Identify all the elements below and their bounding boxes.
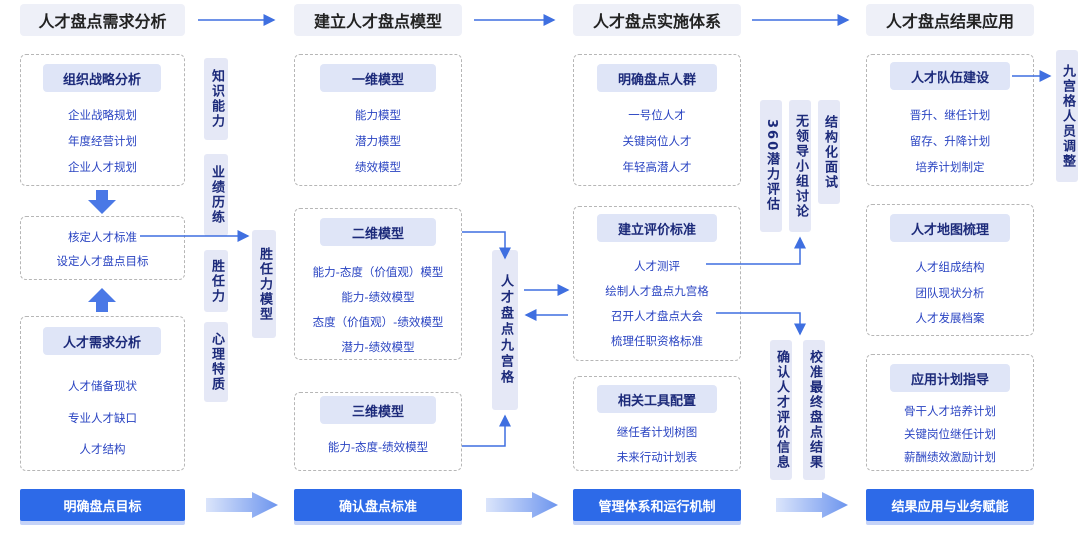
model-1d-item: 潜力模型 (355, 134, 401, 148)
talent-need-title: 人才需求分析 (43, 327, 161, 355)
standard-item: 设定人才盘点目标 (56, 254, 149, 268)
plan-guidance-item: 薪酬绩效激励计划 (904, 450, 996, 464)
method-360: 360潜力评估 (760, 100, 782, 232)
evaluation-item: 召开人才盘点大会 (611, 309, 703, 323)
side-label-text: 知识能力 (209, 69, 224, 129)
side-label-knowledge: 知识能力 (204, 58, 228, 140)
talent-map-title: 人才地图梳理 (890, 214, 1010, 242)
header-build-model: 建立人才盘点模型 (294, 4, 462, 36)
header-result-application: 人才盘点结果应用 (866, 4, 1034, 36)
model-3d-title: 三维模型 (320, 396, 436, 424)
method-text: 360潜力评估 (764, 119, 779, 213)
tools-item: 继任者计划树图 (616, 425, 698, 439)
org-item: 企业战略规划 (68, 108, 137, 122)
side-label-text: 心理特质 (209, 332, 224, 392)
target-group-item: 一号位人才 (628, 108, 686, 122)
footer-arrow (206, 492, 278, 518)
nine-grid-adjust-text: 九宫格人员调整 (1060, 63, 1075, 169)
method-text: 结构化面试 (822, 114, 837, 190)
calibrate-result: 校准最终盘点结果 (803, 340, 825, 480)
side-label-text: 业绩历练 (209, 165, 224, 225)
team-building-item: 培养计划制定 (915, 160, 985, 174)
team-building-title: 人才队伍建设 (890, 62, 1010, 90)
nine-grid-label: 人才盘点九宫格 (492, 250, 518, 410)
evaluation-item: 绘制人才盘点九宫格 (605, 284, 709, 298)
team-building-item: 晋升、继任计划 (909, 108, 991, 122)
plan-guidance-title: 应用计划指导 (890, 364, 1010, 392)
plan-guidance-item: 关键岗位继任计划 (904, 427, 996, 441)
nine-grid-adjust-label: 九宫格人员调整 (1056, 50, 1078, 182)
model-to-grid-arrow (462, 414, 511, 447)
target-group-item: 关键岗位人才 (622, 134, 692, 148)
confirm-text: 校准最终盘点结果 (807, 350, 822, 470)
evaluation-standard-title: 建立评价标准 (597, 214, 717, 242)
method-structured: 结构化面试 (818, 100, 840, 204)
tools-title: 相关工具配置 (597, 385, 717, 413)
nine-grid-text: 人才盘点九宫格 (498, 274, 513, 386)
footer-clarify-target: 明确盘点目标 (20, 489, 185, 521)
team-building-item: 留存、升降计划 (909, 134, 991, 148)
footer-result-application: 结果应用与业务赋能 (866, 489, 1034, 521)
side-label-performance: 业绩历练 (204, 154, 228, 236)
talent-map-item: 人才发展档案 (915, 311, 985, 325)
org-strategy-title: 组织战略分析 (43, 64, 161, 92)
model-2d-item: 能力-态度（价值观）模型 (312, 265, 444, 279)
model-2d-item: 态度（价值观）-绩效模型 (312, 315, 444, 329)
up-block-arrow (88, 288, 116, 312)
confirm-text: 确认人才评价信息 (774, 350, 789, 470)
plan-guidance-item: 骨干人才培养计划 (904, 404, 996, 418)
side-label-competence: 胜任力 (204, 250, 228, 312)
need-item: 人才储备现状 (68, 379, 137, 393)
header-implementation: 人才盘点实施体系 (573, 4, 741, 36)
model-1d-item: 绩效模型 (355, 160, 401, 174)
model-1d-title: 一维模型 (320, 64, 436, 92)
target-group-title: 明确盘点人群 (597, 64, 717, 92)
method-leaderless: 无领导小组讨论 (789, 100, 811, 232)
need-item: 专业人才缺口 (68, 411, 137, 425)
footer-confirm-standard: 确认盘点标准 (294, 489, 462, 521)
competency-model-text: 胜任力模型 (257, 246, 272, 322)
confirm-info: 确认人才评价信息 (770, 340, 792, 480)
talent-map-item: 人才组成结构 (915, 260, 985, 274)
standard-item: 核定人才标准 (68, 230, 137, 244)
header-demand-analysis: 人才盘点需求分析 (20, 4, 185, 36)
evaluation-item: 梳理任职资格标准 (611, 334, 703, 348)
footer-management-system: 管理体系和运行机制 (573, 489, 741, 521)
target-group-item: 年轻高潜人才 (622, 160, 692, 174)
model-2d-item: 能力-绩效模型 (341, 290, 415, 304)
method-text: 无领导小组讨论 (793, 113, 808, 219)
model-2d-title: 二维模型 (320, 218, 436, 246)
model-1d-item: 能力模型 (355, 108, 401, 122)
side-label-text: 胜任力 (209, 258, 224, 304)
org-item: 年度经营计划 (68, 134, 137, 148)
model-2d-item: 潜力-绩效模型 (341, 340, 415, 354)
need-item: 人才结构 (79, 442, 126, 456)
org-item: 企业人才规划 (68, 160, 137, 174)
down-block-arrow (88, 190, 116, 214)
standard-box (20, 216, 185, 280)
competency-model-label: 胜任力模型 (252, 230, 276, 338)
model-3d-item: 能力-态度-绩效模型 (327, 440, 429, 454)
footer-arrow (776, 492, 848, 518)
side-label-psychology: 心理特质 (204, 322, 228, 402)
talent-map-item: 团队现状分析 (915, 286, 985, 300)
footer-arrow (486, 492, 558, 518)
tools-item: 未来行动计划表 (616, 450, 698, 464)
evaluation-item: 人才测评 (634, 259, 680, 273)
